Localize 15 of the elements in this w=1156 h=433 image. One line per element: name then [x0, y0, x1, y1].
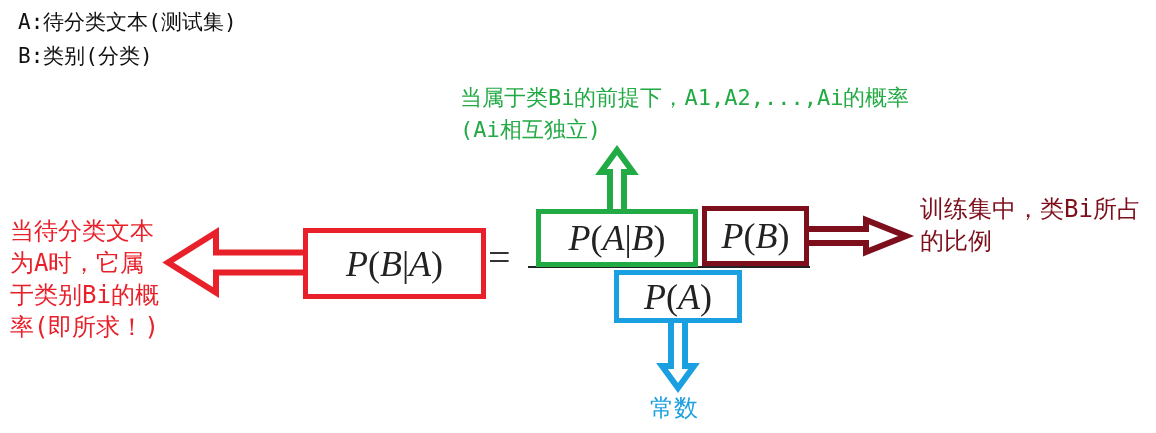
annotation-text: 当属于类Bi的前提下，A1,A2,...,Ai的概率(Ai相互独立): [460, 82, 930, 146]
formula-box: P(B|A): [303, 228, 486, 299]
legend-note: B:类别(分类): [18, 43, 153, 70]
hollow-arrow: [595, 144, 639, 212]
formula-box: P(B): [702, 206, 809, 266]
formula-box: P(A): [614, 270, 742, 323]
annotation-text: 当待分类文本为A时，它属于类别Bi的概率(即所求！): [10, 215, 160, 343]
annotation-text: 常数: [650, 392, 720, 424]
equals-sign: =: [488, 236, 511, 280]
formula-box: P(A|B): [536, 209, 698, 267]
hollow-arrow: [162, 227, 306, 298]
hollow-arrow: [806, 215, 915, 257]
legend-note: A:待分类文本(测试集): [18, 9, 237, 36]
annotation-text: 训练集中，类Bi所占的比例: [920, 193, 1155, 257]
hollow-arrow: [656, 320, 700, 394]
